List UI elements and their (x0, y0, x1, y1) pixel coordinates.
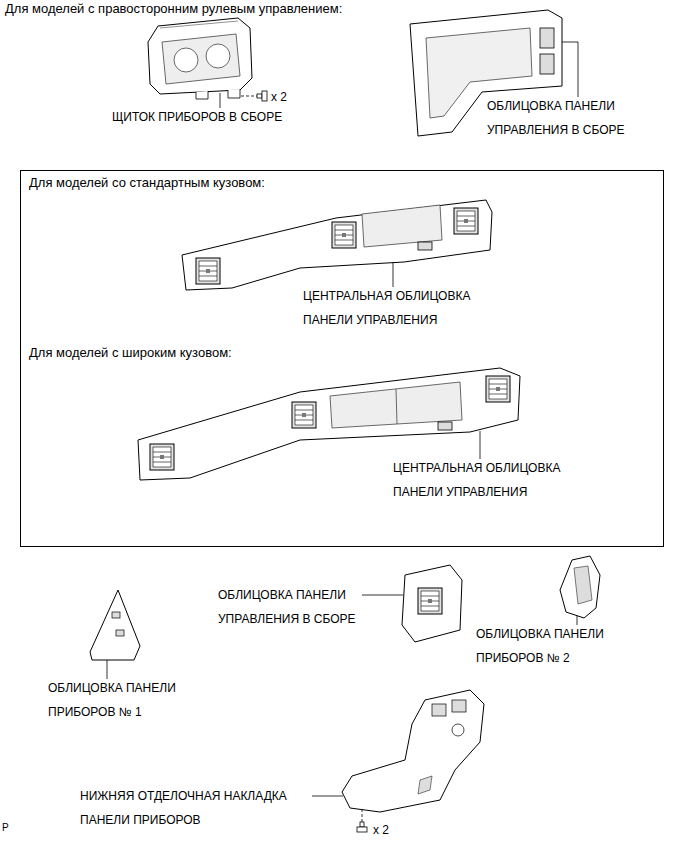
part-name: ОБЛИЦОВКА ПАНЕЛИ УПРАВЛЕНИЯ В СБОРЕ (487, 94, 627, 142)
part-name: ОБЛИЦОВКА ПАНЕЛИ ПРИБОРОВ № 2 (476, 622, 606, 670)
lower-finish-panel (342, 690, 484, 812)
screw-symbol (257, 94, 262, 98)
register-assembly (402, 565, 462, 642)
combination-meter (174, 48, 198, 72)
quantity-note: x 2 (373, 818, 389, 842)
center-panel-wide (438, 422, 452, 430)
figure-code: P (2, 821, 9, 835)
part-name: ОБЛИЦОВКА ПАНЕЛИ ПРИБОРОВ № 1 (48, 676, 178, 724)
combination-meter (206, 44, 230, 68)
section-heading: Для моделей с правосторонним рулевым упр… (5, 0, 342, 18)
leader-line (362, 595, 403, 596)
part-name: ЦЕНТРАЛЬНАЯ ОБЛИЦОВКА ПАНЕЛИ УПРАВЛЕНИЯ (393, 456, 563, 504)
center-panel-standard (182, 200, 492, 290)
part-name: НИЖНЯЯ ОТДЕЛОЧНАЯ НАКЛАДКА ПАНЕЛИ ПРИБОР… (80, 784, 289, 832)
combination-meter (148, 18, 252, 94)
finish-panel-2 (560, 556, 600, 618)
leader-line (107, 660, 108, 679)
center-panel-wide (330, 382, 462, 428)
combination-meter (162, 34, 240, 84)
part-name: ЦЕНТРАЛЬНАЯ ОБЛИЦОВКА ПАНЕЛИ УПРАВЛЕНИЯ (303, 284, 473, 332)
screw-symbol (241, 91, 267, 101)
center-panel-wide (486, 376, 510, 402)
finish-panel (540, 54, 554, 74)
center-panel-standard (454, 208, 478, 234)
leader-line (562, 42, 578, 97)
finish-panel-1 (90, 590, 140, 660)
center-panel-standard (196, 258, 220, 284)
center-panel-standard (332, 222, 356, 248)
finish-panel (410, 10, 562, 136)
finish-panel-2 (560, 556, 600, 618)
screw-symbol (262, 91, 267, 101)
center-panel-standard (418, 242, 432, 250)
screw-symbol (357, 809, 367, 832)
lower-finish-panel (342, 690, 484, 812)
register-assembly (402, 565, 462, 642)
lower-finish-panel (418, 776, 432, 794)
quantity-note: x 2 (271, 85, 287, 109)
register-assembly (418, 588, 442, 614)
center-panel-wide (292, 402, 316, 428)
finish-panel (410, 10, 562, 136)
group-frame: Для моделей со стандартным кузовом: Для м… (20, 170, 664, 547)
leader-line (220, 93, 221, 108)
lower-finish-panel (452, 700, 466, 712)
part-name: ЩИТОК ПРИБОРОВ В СБОРЕ (112, 105, 282, 129)
center-panel-standard (362, 205, 442, 247)
finish-panel-1 (90, 590, 140, 660)
screw-symbol (357, 827, 367, 832)
combination-meter (148, 18, 252, 99)
finish-panel-2 (574, 566, 592, 604)
screw-symbol (360, 822, 364, 827)
finish-panel-1 (116, 630, 124, 636)
screw-symbol (241, 96, 257, 97)
finish-panel-1 (112, 612, 120, 618)
section-heading: Для моделей со стандартным кузовом: (29, 174, 265, 192)
combination-meter (196, 91, 208, 99)
leader-line (393, 262, 394, 287)
leader-line (312, 796, 343, 797)
center-panel-standard (182, 200, 492, 290)
finish-panel (540, 28, 554, 48)
center-panel-wide (150, 444, 174, 470)
section-heading: Для моделей с широким кузовом: (29, 344, 232, 362)
center-panel-wide (396, 389, 397, 424)
lower-finish-panel (452, 724, 464, 736)
leader-line (480, 431, 481, 459)
part-name: ОБЛИЦОВКА ПАНЕЛИ УПРАВЛЕНИЯ В СБОРЕ (218, 583, 358, 631)
combination-meter (160, 21, 238, 28)
combination-meter (228, 89, 240, 98)
leader-line (577, 616, 578, 625)
lower-finish-panel (432, 704, 446, 716)
